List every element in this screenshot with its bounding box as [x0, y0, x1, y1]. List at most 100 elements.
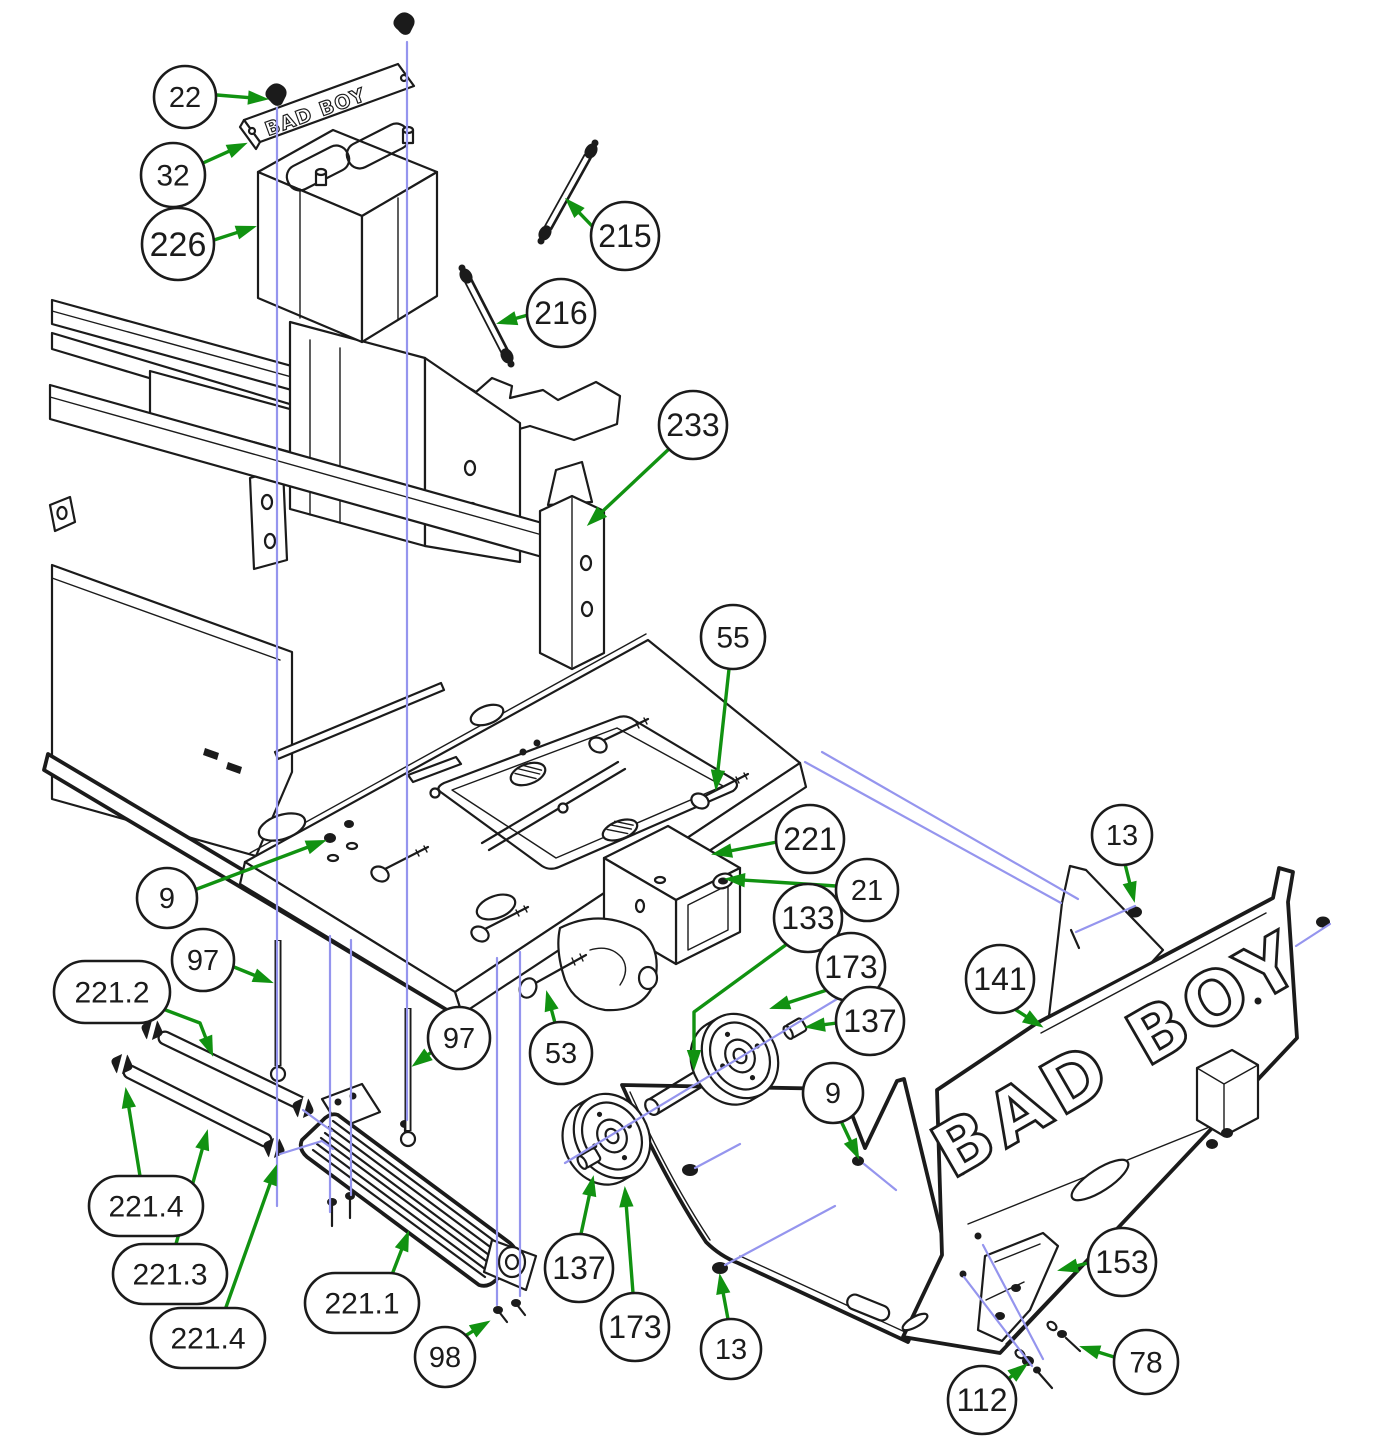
balloon-label: 221.2: [74, 977, 149, 1010]
balloon-shape[interactable]: [525, 277, 597, 349]
balloon-shape[interactable]: [774, 803, 846, 875]
callout-balloon-215[interactable]: 215: [589, 200, 661, 272]
guide-line: [723, 1204, 837, 1267]
leader-13: [1122, 862, 1137, 903]
callout-balloon-112[interactable]: 112: [946, 1364, 1018, 1436]
hose-clamp: [141, 1018, 163, 1042]
balloon-shape[interactable]: [149, 1306, 267, 1370]
callout-balloon-21[interactable]: 21: [834, 857, 900, 923]
balloon-shape[interactable]: [139, 141, 207, 209]
callout-balloon-22[interactable]: 22: [152, 64, 218, 130]
balloon-label: 226: [150, 226, 207, 264]
leader-173: [619, 1186, 635, 1295]
leader-233: [586, 446, 672, 527]
balloon-label: 137: [843, 1003, 896, 1039]
callout-balloon-55[interactable]: 55: [699, 603, 767, 671]
callout-balloon-133[interactable]: 133: [772, 882, 844, 954]
callout-balloon-98[interactable]: 98: [413, 1325, 477, 1389]
leader-133: [686, 942, 789, 1071]
callout-balloon-97[interactable]: 97: [170, 927, 236, 993]
balloon-shape[interactable]: [426, 1005, 492, 1071]
leader-153: [1057, 1258, 1090, 1273]
balloon-shape[interactable]: [964, 943, 1036, 1015]
balloon-shape[interactable]: [1090, 803, 1154, 867]
balloon-label: 21: [851, 875, 883, 907]
leader-221: [711, 840, 779, 858]
balloon-shape[interactable]: [589, 200, 661, 272]
callout-balloon-221.4[interactable]: 221.4: [149, 1306, 267, 1370]
balloon-shape[interactable]: [946, 1364, 1018, 1436]
callout-balloon-173[interactable]: 173: [815, 931, 887, 1003]
balloon-label: 98: [429, 1342, 461, 1374]
balloon-label: 173: [824, 949, 877, 985]
callout-balloon-32[interactable]: 32: [139, 141, 207, 209]
callout-balloon-226[interactable]: 226: [140, 206, 216, 282]
balloon-shape[interactable]: [87, 1174, 205, 1238]
balloon-shape[interactable]: [801, 1061, 865, 1125]
balloon-shape[interactable]: [111, 1242, 229, 1306]
battery-group: BAD BOY: [238, 12, 439, 344]
leader-55: [710, 667, 731, 791]
balloon-shape[interactable]: [303, 1271, 421, 1335]
leader-22: [215, 90, 269, 105]
balloon-shape[interactable]: [52, 959, 172, 1025]
callout-balloon-221.3[interactable]: 221.3: [111, 1242, 229, 1306]
callout-balloon-137[interactable]: 137: [543, 1232, 615, 1304]
cooler-screw: [345, 1192, 355, 1220]
callout-balloon-221.2[interactable]: 221.2: [52, 959, 172, 1025]
callout-balloon-153[interactable]: 153: [1086, 1226, 1158, 1298]
leader-216: [496, 311, 530, 326]
callout-balloon-141[interactable]: 141: [964, 943, 1036, 1015]
callout-balloon-9[interactable]: 9: [135, 866, 199, 930]
frame-weldment: [42, 298, 622, 1015]
idler-arm-and-bolt-53: [518, 917, 659, 1012]
balloon-shape[interactable]: [528, 1020, 594, 1086]
battery: [256, 122, 439, 344]
leader-21: [724, 872, 838, 888]
balloon-shape[interactable]: [152, 64, 218, 130]
battery-terminal: [314, 167, 328, 187]
callout-balloon-97[interactable]: 97: [426, 1005, 492, 1071]
cooler-screw: [493, 1306, 509, 1324]
balloon-shape[interactable]: [140, 206, 216, 282]
balloon-shape[interactable]: [772, 882, 844, 954]
callout-balloon-137[interactable]: 137: [834, 985, 906, 1057]
balloon-label: 233: [666, 407, 719, 443]
balloon-shape[interactable]: [599, 1291, 671, 1363]
balloon-shape[interactable]: [699, 1317, 763, 1381]
callout-balloon-9[interactable]: 9: [801, 1061, 865, 1125]
balloon-shape[interactable]: [543, 1232, 615, 1304]
balloon-shape[interactable]: [1086, 1226, 1158, 1298]
callout-balloon-53[interactable]: 53: [528, 1020, 594, 1086]
bracket-153: [976, 1231, 1060, 1343]
balloon-label: 9: [825, 1078, 841, 1110]
callout-balloon-78[interactable]: 78: [1112, 1328, 1180, 1396]
nut-13: [1128, 906, 1142, 918]
leader-9: [195, 839, 327, 891]
screw-78: [1046, 1320, 1082, 1353]
balloon-label: 22: [169, 82, 201, 114]
balloon-shape[interactable]: [834, 985, 906, 1057]
balloon-shape[interactable]: [699, 603, 767, 671]
guide-line: [1294, 922, 1332, 948]
balloon-shape[interactable]: [1112, 1328, 1180, 1396]
balloon-shape[interactable]: [170, 927, 236, 993]
callout-balloon-216[interactable]: 216: [525, 277, 597, 349]
callout-balloon-13[interactable]: 13: [699, 1317, 763, 1381]
leader-97: [232, 965, 274, 984]
callout-balloon-13[interactable]: 13: [1090, 803, 1154, 867]
balloon-shape[interactable]: [135, 866, 199, 930]
leader-221.4: [223, 1164, 278, 1312]
balloon-shape[interactable]: [413, 1325, 477, 1389]
balloon-shape[interactable]: [834, 857, 900, 923]
callout-balloon-221.4[interactable]: 221.4: [87, 1174, 205, 1238]
callout-balloon-233[interactable]: 233: [657, 389, 729, 461]
callout-balloon-221[interactable]: 221: [774, 803, 846, 875]
rear-plate-group: BAD BOY: [901, 864, 1330, 1390]
balloon-shape[interactable]: [657, 389, 729, 461]
j-bolt-22: [265, 83, 287, 106]
leader-98: [463, 1320, 491, 1338]
nut-13: [1316, 916, 1330, 928]
callout-balloon-221.1[interactable]: 221.1: [303, 1271, 421, 1335]
callout-balloon-173[interactable]: 173: [599, 1291, 671, 1363]
